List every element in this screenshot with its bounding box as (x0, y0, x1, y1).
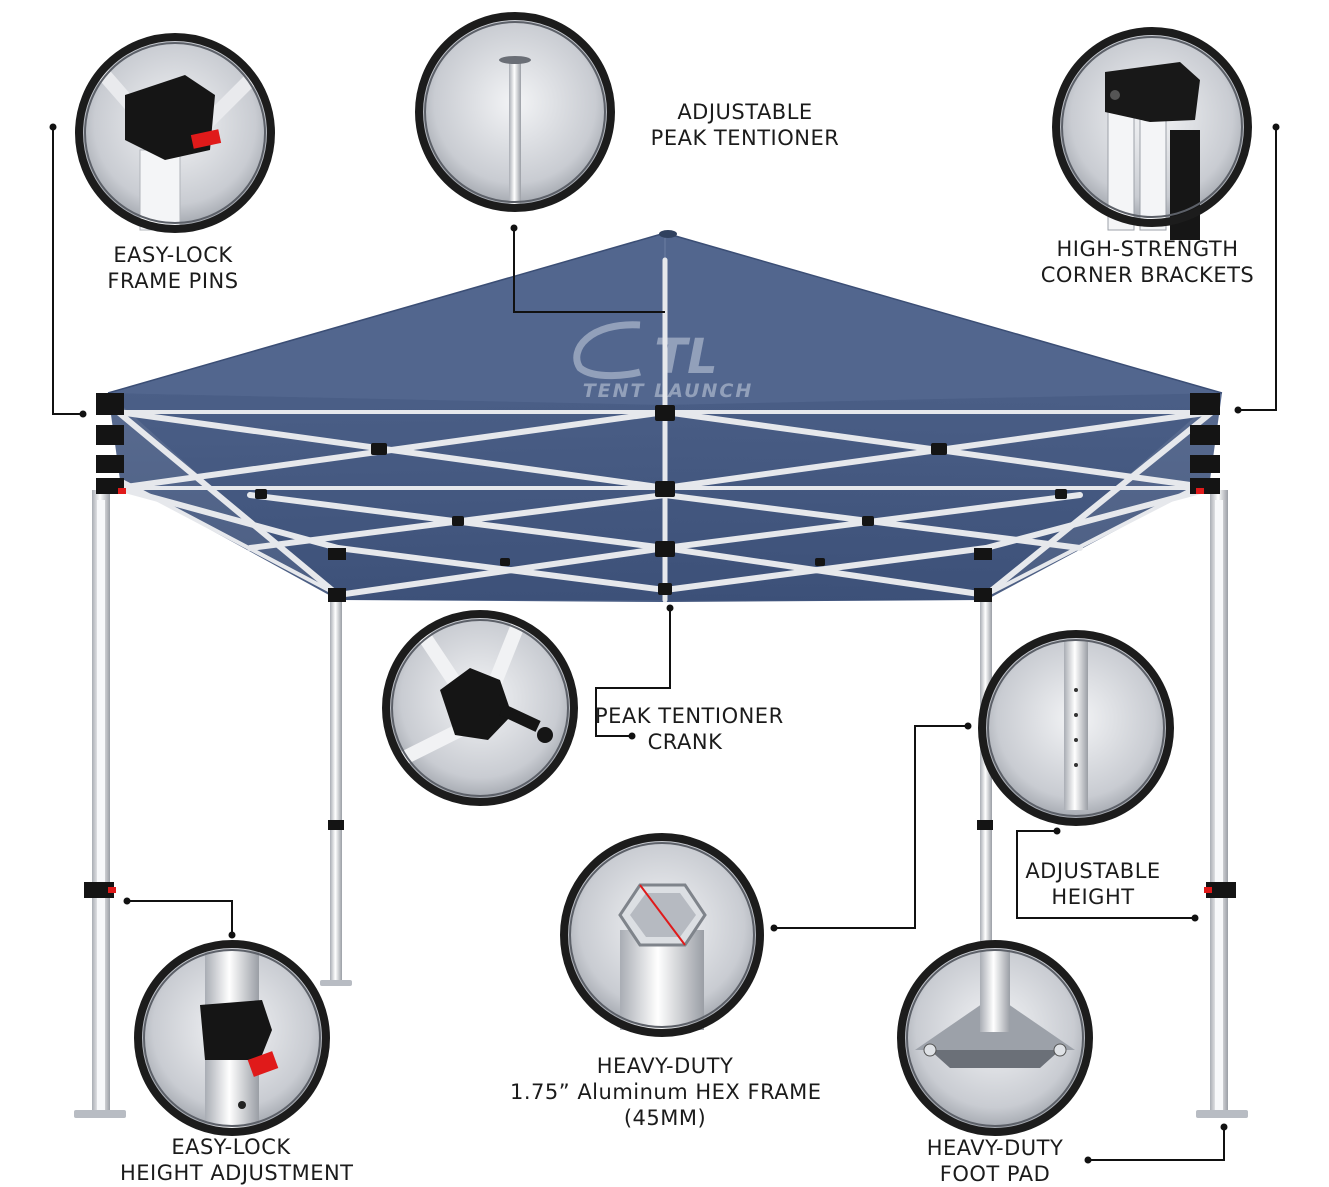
label-heavy-duty-hex-frame: HEAVY-DUTY 1.75” Aluminum HEX FRAME (45M… (510, 1053, 822, 1131)
label-adjustable-height: ADJUSTABLE HEIGHT (1023, 858, 1163, 910)
zoom-foot-pad (897, 940, 1093, 1136)
logo-wordmark: TENT LAUNCH (583, 380, 754, 402)
label-line: ADJUSTABLE (677, 100, 813, 124)
label-line: CORNER BRACKETS (1040, 263, 1255, 287)
leader-dots (49, 123, 1280, 1164)
label-line: HEIGHT ADJUSTMENT (120, 1161, 354, 1185)
label-line: HEAVY-DUTY (926, 1136, 1064, 1160)
label-line: EASY-LOCK (171, 1135, 291, 1159)
label-line: EASY-LOCK (113, 243, 233, 267)
zoom-corner-brackets (1052, 27, 1252, 240)
label-line: HIGH-STRENGTH (1056, 237, 1239, 261)
label-line: (45MM) (623, 1106, 707, 1130)
label-line: ADJUSTABLE (1025, 859, 1161, 883)
label-line: HEAVY-DUTY (596, 1054, 734, 1078)
zoom-adjustable-height (978, 630, 1174, 826)
label-adjustable-peak-tentioner: ADJUSTABLE PEAK TENTIONER (620, 99, 870, 151)
frame-connectors (255, 405, 1067, 595)
label-line: PEAK TENTIONER (650, 126, 840, 150)
label-line: HEIGHT (1051, 885, 1135, 909)
label-line: FRAME PINS (107, 269, 239, 293)
label-line: PEAK TENTIONER (595, 704, 784, 728)
leader-lines (52, 127, 1277, 1161)
label-line: 1.75” Aluminum HEX FRAME (510, 1080, 822, 1104)
zoom-peak-tentioner (415, 12, 615, 212)
zoom-hex-frame (560, 833, 764, 1037)
zoom-peak-crank (382, 610, 578, 806)
zoom-height-adjustment (134, 940, 330, 1136)
label-heavy-duty-foot-pad: HEAVY-DUTY FOOT PAD (920, 1135, 1070, 1187)
label-line: FOOT PAD (939, 1162, 1051, 1186)
label-high-strength-corner-brackets: HIGH-STRENGTH CORNER BRACKETS (1035, 236, 1260, 288)
label-easy-lock-frame-pins: EASY-LOCK FRAME PINS (98, 242, 248, 294)
zoom-frame-pins (75, 33, 275, 233)
label-easy-lock-height-adjustment: EASY-LOCK HEIGHT ADJUSTMENT (120, 1134, 354, 1186)
label-line: CRANK (647, 730, 723, 754)
label-peak-tentioner-crank: PEAK TENTIONER CRANK (595, 703, 784, 755)
